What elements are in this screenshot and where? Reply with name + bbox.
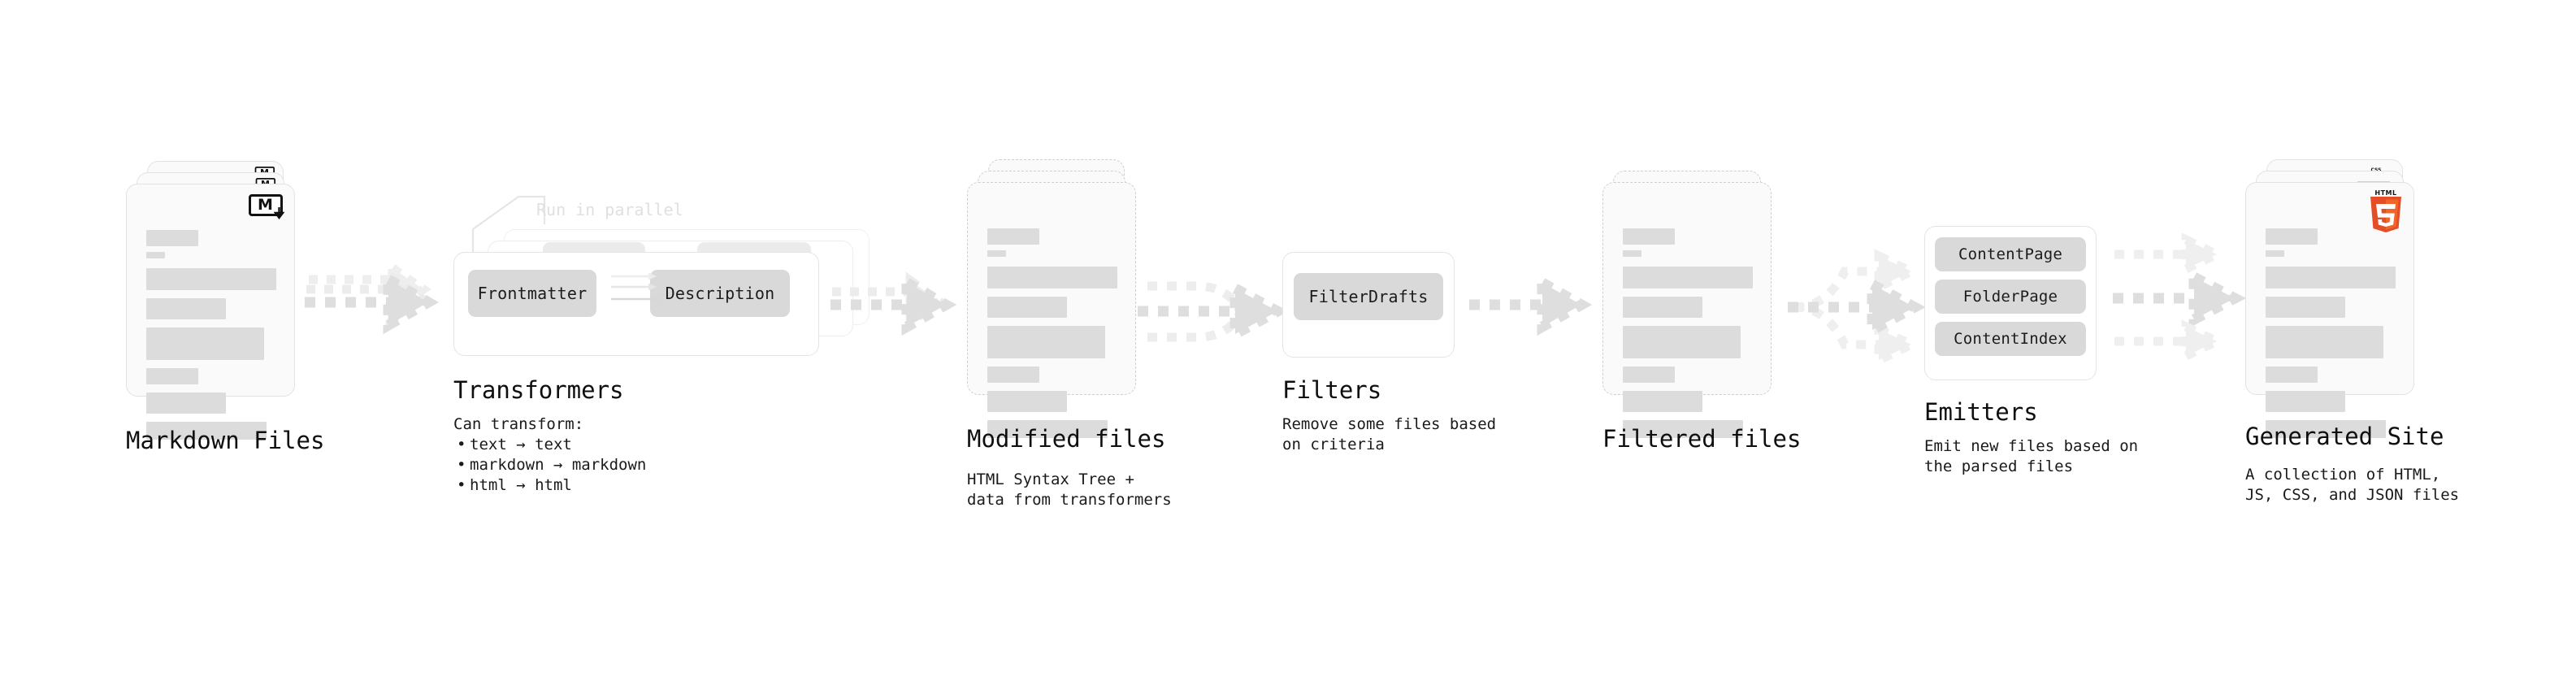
placeholder-bar xyxy=(2266,326,2383,358)
placeholder-bar xyxy=(146,422,267,440)
generated-site-title: Generated Site xyxy=(2245,423,2444,450)
emitters-chip-contentpage[interactable]: ContentPage xyxy=(1935,237,2086,271)
html5-icon: HTML xyxy=(2368,189,2404,237)
filters-title: Filters xyxy=(1282,376,1382,404)
placeholder-bar xyxy=(987,391,1067,412)
css-icon-label: CSS xyxy=(2361,167,2391,173)
placeholder-bar xyxy=(1623,267,1753,288)
arrow-filtered-to-emitters xyxy=(1788,249,1926,367)
placeholder-bar xyxy=(987,297,1067,318)
run-in-parallel-bracket xyxy=(471,195,546,258)
markdown-file-card-front: M xyxy=(126,184,295,440)
modified-files-subtitle: HTML Syntax Tree + data from transformer… xyxy=(967,471,1172,509)
placeholder-bar xyxy=(1623,228,1675,245)
placeholder-bar xyxy=(146,230,198,246)
placeholder-bar xyxy=(1623,391,1702,412)
placeholder-bar xyxy=(987,367,1039,383)
transformers-inner-arrows xyxy=(611,272,663,303)
markdown-files-title: Markdown Files xyxy=(126,427,325,454)
emitters-title: Emitters xyxy=(1924,398,2038,426)
run-in-parallel-label: Run in parallel xyxy=(536,200,683,219)
arrow-modified-to-filters xyxy=(1138,280,1289,343)
html5-icon-label: HTML xyxy=(2374,189,2397,197)
placeholder-bar xyxy=(987,326,1105,358)
placeholder-bar xyxy=(146,327,264,360)
transformers-bullet: markdown → markdown xyxy=(457,455,646,475)
placeholder-bar xyxy=(2266,228,2318,245)
placeholder-bar xyxy=(146,268,276,290)
filters-chip-filterdrafts[interactable]: FilterDrafts xyxy=(1294,273,1443,320)
markdown-icon: M xyxy=(249,194,284,219)
transformers-bullet: html → html xyxy=(457,475,646,496)
placeholder-bar xyxy=(2266,297,2345,318)
document-placeholder-lines xyxy=(2266,228,2396,438)
transformers-bullet-list: text → text markdown → markdown html → h… xyxy=(453,435,646,496)
placeholder-bar xyxy=(2266,367,2318,383)
placeholder-bar xyxy=(987,250,1006,257)
modified-files-title: Modified files xyxy=(967,425,1166,453)
placeholder-bar xyxy=(146,368,198,384)
placeholder-bar xyxy=(987,267,1117,288)
generated-site-subtitle: A collection of HTML, JS, CSS, and JSON … xyxy=(2245,466,2460,504)
generated-site-card-html: HTML xyxy=(2245,182,2414,438)
arrow-filters-to-filtered xyxy=(1469,273,1593,336)
generated-site-stack: CSS HTML xyxy=(2245,159,2414,438)
placeholder-bar xyxy=(2266,267,2396,288)
arrow-emitters-to-site xyxy=(2113,232,2247,363)
emitters-subtitle: Emit new files based on the parsed files xyxy=(1924,437,2139,475)
markdown-files-stack: M M M xyxy=(126,161,295,440)
transformers-chip-description[interactable]: Description xyxy=(650,270,790,317)
document-placeholder-lines xyxy=(146,230,276,440)
emitters-chip-contentindex[interactable]: ContentIndex xyxy=(1935,322,2086,356)
transformers-can-transform-label: Can transform: xyxy=(453,415,584,433)
html5-icon-shield xyxy=(2370,197,2401,232)
placeholder-bar xyxy=(987,228,1039,245)
placeholder-bar xyxy=(1623,250,1641,257)
filtered-file-card-front xyxy=(1602,182,1772,438)
placeholder-bar xyxy=(2266,420,2386,438)
document-placeholder-lines xyxy=(987,228,1117,438)
document-placeholder-lines xyxy=(1623,228,1753,438)
filtered-files-stack xyxy=(1602,159,1772,438)
transformers-description: Can transform: text → text markdown → ma… xyxy=(453,414,646,496)
placeholder-bar xyxy=(1623,297,1702,318)
transformers-title: Transformers xyxy=(453,376,624,404)
filtered-files-title: Filtered files xyxy=(1602,425,1802,453)
placeholder-bar xyxy=(1623,326,1741,358)
placeholder-bar xyxy=(987,420,1108,438)
markdown-icon-letter: M xyxy=(258,196,273,214)
placeholder-bar xyxy=(146,298,226,319)
modified-files-stack xyxy=(967,159,1136,438)
placeholder-bar xyxy=(146,252,165,258)
transformers-bullet: text → text xyxy=(457,435,646,455)
filters-subtitle: Remove some files based on criteria xyxy=(1282,415,1497,453)
transformers-chip-frontmatter[interactable]: Frontmatter xyxy=(468,270,596,317)
placeholder-bar xyxy=(1623,367,1675,383)
placeholder-bar xyxy=(2266,250,2284,257)
arrow-markdown-to-transformers xyxy=(305,259,440,335)
modified-file-card-front xyxy=(967,182,1136,438)
placeholder-bar xyxy=(146,393,226,414)
arrow-transformers-to-modified xyxy=(830,271,957,336)
placeholder-bar xyxy=(2266,391,2345,412)
placeholder-bar xyxy=(1623,420,1743,438)
emitters-chip-folderpage[interactable]: FolderPage xyxy=(1935,280,2086,314)
